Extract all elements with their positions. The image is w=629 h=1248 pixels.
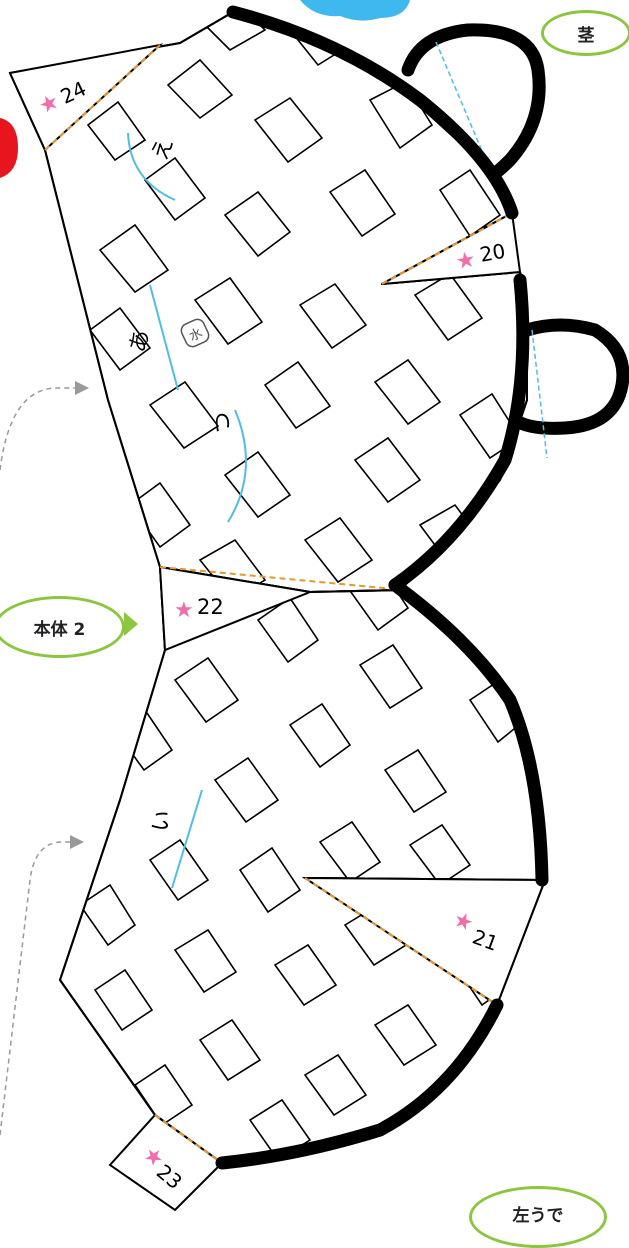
body-2-label: 本体 2 <box>0 596 125 658</box>
left-arm-label: 左うで <box>469 1186 607 1248</box>
star-icon: ★ <box>174 598 194 623</box>
upper-rim <box>226 5 519 220</box>
lower-rim-bottom <box>215 998 504 1170</box>
glue-line-stem-side <box>531 329 548 459</box>
glue-line-stem-top <box>435 41 491 171</box>
star-icon: ★ <box>454 247 478 275</box>
left-arm-label-text: 左うで <box>512 1206 564 1226</box>
kana-tsu: つ <box>209 410 237 436</box>
water-mark-label: 水 <box>187 326 205 345</box>
fold-line-23 <box>154 1114 223 1164</box>
upper-rim-lower <box>388 273 530 592</box>
marker-22-number: 22 <box>197 595 224 619</box>
cloud-shape <box>300 0 410 21</box>
glue-curve-a <box>149 284 179 391</box>
glue-curve-tsu <box>227 409 247 523</box>
stem-loop-top <box>401 23 546 185</box>
green-arrow-icon <box>124 612 138 636</box>
marker-20-number: 20 <box>478 239 507 267</box>
water-mark-icon <box>180 318 210 348</box>
fold-line-22 <box>159 566 406 591</box>
marker-20: ★ 20 <box>454 239 507 275</box>
glue-curve-i <box>171 789 203 889</box>
guide-arrow-lower <box>0 841 70 1136</box>
tab-24 <box>8 43 164 152</box>
stem-loop-side <box>508 318 629 435</box>
marker-22: ★ 22 <box>174 595 224 623</box>
guide-arrowhead-lower <box>70 835 84 849</box>
fold-line-24 <box>44 44 161 151</box>
glue-curve-e <box>127 132 176 201</box>
stem-label-text: 茎 <box>577 25 595 46</box>
tab-22 <box>158 565 314 652</box>
lower-rim <box>388 578 549 887</box>
red-shape <box>0 118 18 178</box>
guide-arrow-upper <box>0 387 75 471</box>
guide-arrowhead-upper <box>75 381 89 395</box>
body-2-label-text: 本体 2 <box>33 619 86 640</box>
stem-label: 茎 <box>541 10 629 56</box>
fold-line-21 <box>304 877 498 1006</box>
fold-line-20 <box>381 212 513 285</box>
